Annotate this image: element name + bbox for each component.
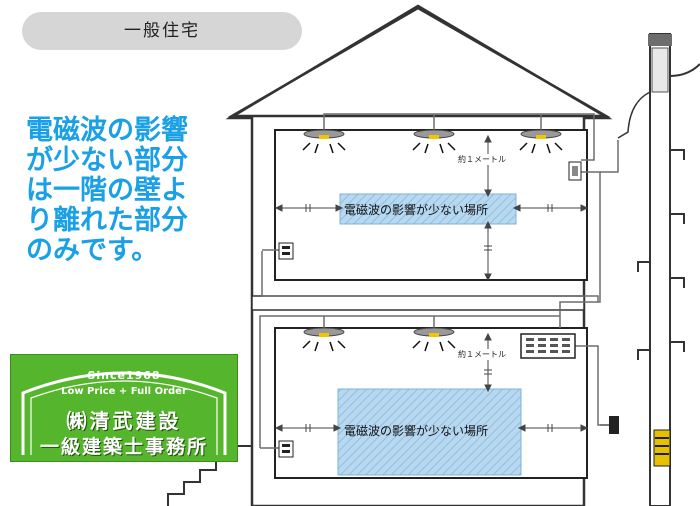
headline-line: は一階の壁よ bbox=[26, 175, 188, 206]
upper-distance-label: 約１メートル bbox=[458, 154, 506, 165]
headline: 電磁波の影響 が少ない部分 は一階の壁よ り離れた部分 のみです。 bbox=[26, 116, 251, 266]
wall-outlet-icon bbox=[278, 440, 294, 458]
logo-company-name: ㈱清武建設 bbox=[66, 409, 182, 433]
lower-ceiling-lights bbox=[302, 327, 456, 352]
floor-divider bbox=[251, 295, 585, 311]
breaker-panel-icon bbox=[520, 333, 576, 359]
lower-distance-arrows bbox=[274, 332, 589, 432]
lower-safe-zone bbox=[337, 388, 522, 476]
utility-pole bbox=[600, 33, 700, 506]
headline-line: のみです。 bbox=[26, 235, 159, 266]
logo-office-name: 一級建築士事務所 bbox=[39, 436, 208, 458]
page-title: 一般住宅 bbox=[124, 21, 200, 41]
headline-line: 電磁波の影響 bbox=[26, 115, 188, 146]
wall-outlet-icon bbox=[278, 242, 294, 260]
headline-line: り離れた部分 bbox=[26, 205, 188, 236]
upper-ceiling-lights bbox=[302, 129, 563, 154]
logo-since: Since1968 bbox=[87, 369, 161, 382]
logo-arch bbox=[21, 371, 227, 455]
upper-safe-zone bbox=[339, 193, 517, 225]
company-logo: Since1968 Low Price + Full Order ㈱清武建設 一… bbox=[10, 354, 238, 462]
ceiling-light-icon bbox=[302, 129, 346, 154]
headline-line: が少ない部分 bbox=[26, 145, 188, 176]
header-pill bbox=[22, 12, 302, 50]
ceiling-light-icon bbox=[302, 327, 346, 352]
ceiling-light-icon bbox=[519, 129, 563, 154]
lower-distance-label: 約１メートル bbox=[458, 349, 506, 360]
ceiling-light-icon bbox=[412, 327, 456, 352]
logo-tagline: Low Price + Full Order bbox=[61, 386, 187, 397]
ceiling-light-icon bbox=[412, 129, 456, 154]
wiring bbox=[259, 113, 619, 449]
lower-zone-label: 電磁波の影響が少ない場所 bbox=[344, 424, 489, 438]
upper-zone-label: 電磁波の影響が少ない場所 bbox=[344, 203, 489, 217]
upper-distance-arrows bbox=[274, 134, 589, 282]
light-switch-icon bbox=[568, 161, 582, 181]
